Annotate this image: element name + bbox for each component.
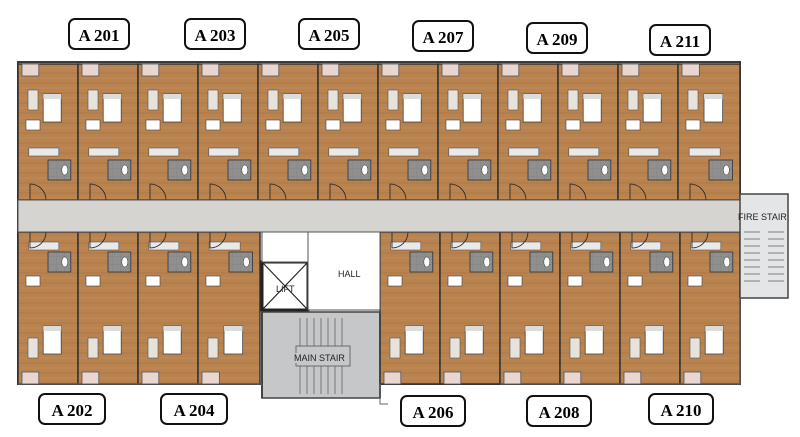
bottom-room-6 [439, 231, 501, 385]
unit-label-a-205: A 205 [298, 18, 360, 50]
unit-label-a-206: A 206 [400, 395, 466, 427]
top-room-6 [317, 63, 379, 201]
top-room-10 [557, 63, 619, 201]
main-stair-label: MAIN STAIR [294, 353, 345, 363]
top-units [17, 63, 741, 201]
bottom-room-9 [619, 231, 681, 385]
unit-label-a-207: A 207 [412, 20, 474, 52]
bottom-room-4 [197, 231, 261, 385]
bottom-room-2 [77, 231, 139, 385]
bottom-room-8 [559, 231, 621, 385]
unit-label-a-208: A 208 [526, 395, 592, 427]
top-room-2 [77, 63, 139, 201]
corridor [17, 199, 741, 233]
top-room-12 [677, 63, 741, 201]
unit-label-a-203: A 203 [184, 18, 246, 50]
unit-label-a-210: A 210 [648, 393, 714, 425]
unit-label-a-202: A 202 [38, 393, 106, 425]
main-stair-steps [295, 318, 351, 394]
bottom-room-3 [137, 231, 199, 385]
top-room-11 [617, 63, 679, 201]
fire-stair-label: FIRE STAIR [738, 212, 787, 222]
lift-lobby [261, 231, 309, 263]
top-room-9 [497, 63, 559, 201]
hall-area [307, 231, 381, 311]
bottom-room-1 [17, 231, 79, 385]
top-room-7 [377, 63, 439, 201]
fire-stair-steps [744, 231, 784, 282]
bottom-room-7 [499, 231, 561, 385]
site-boundary [18, 298, 741, 405]
hall-label: HALL [338, 269, 361, 279]
bottom-room-5 [379, 231, 441, 385]
top-room-8 [437, 63, 499, 201]
bottom-room-10 [679, 231, 741, 385]
unit-label-a-209: A 209 [526, 22, 588, 54]
unit-label-a-204: A 204 [160, 393, 228, 425]
unit-label-a-201: A 201 [68, 18, 130, 50]
lift-label: LIFT [276, 284, 295, 294]
unit-label-a-211: A 211 [649, 24, 711, 56]
top-room-4 [197, 63, 259, 201]
top-room-3 [137, 63, 199, 201]
top-room-5 [257, 63, 319, 201]
top-room-1 [17, 63, 79, 201]
